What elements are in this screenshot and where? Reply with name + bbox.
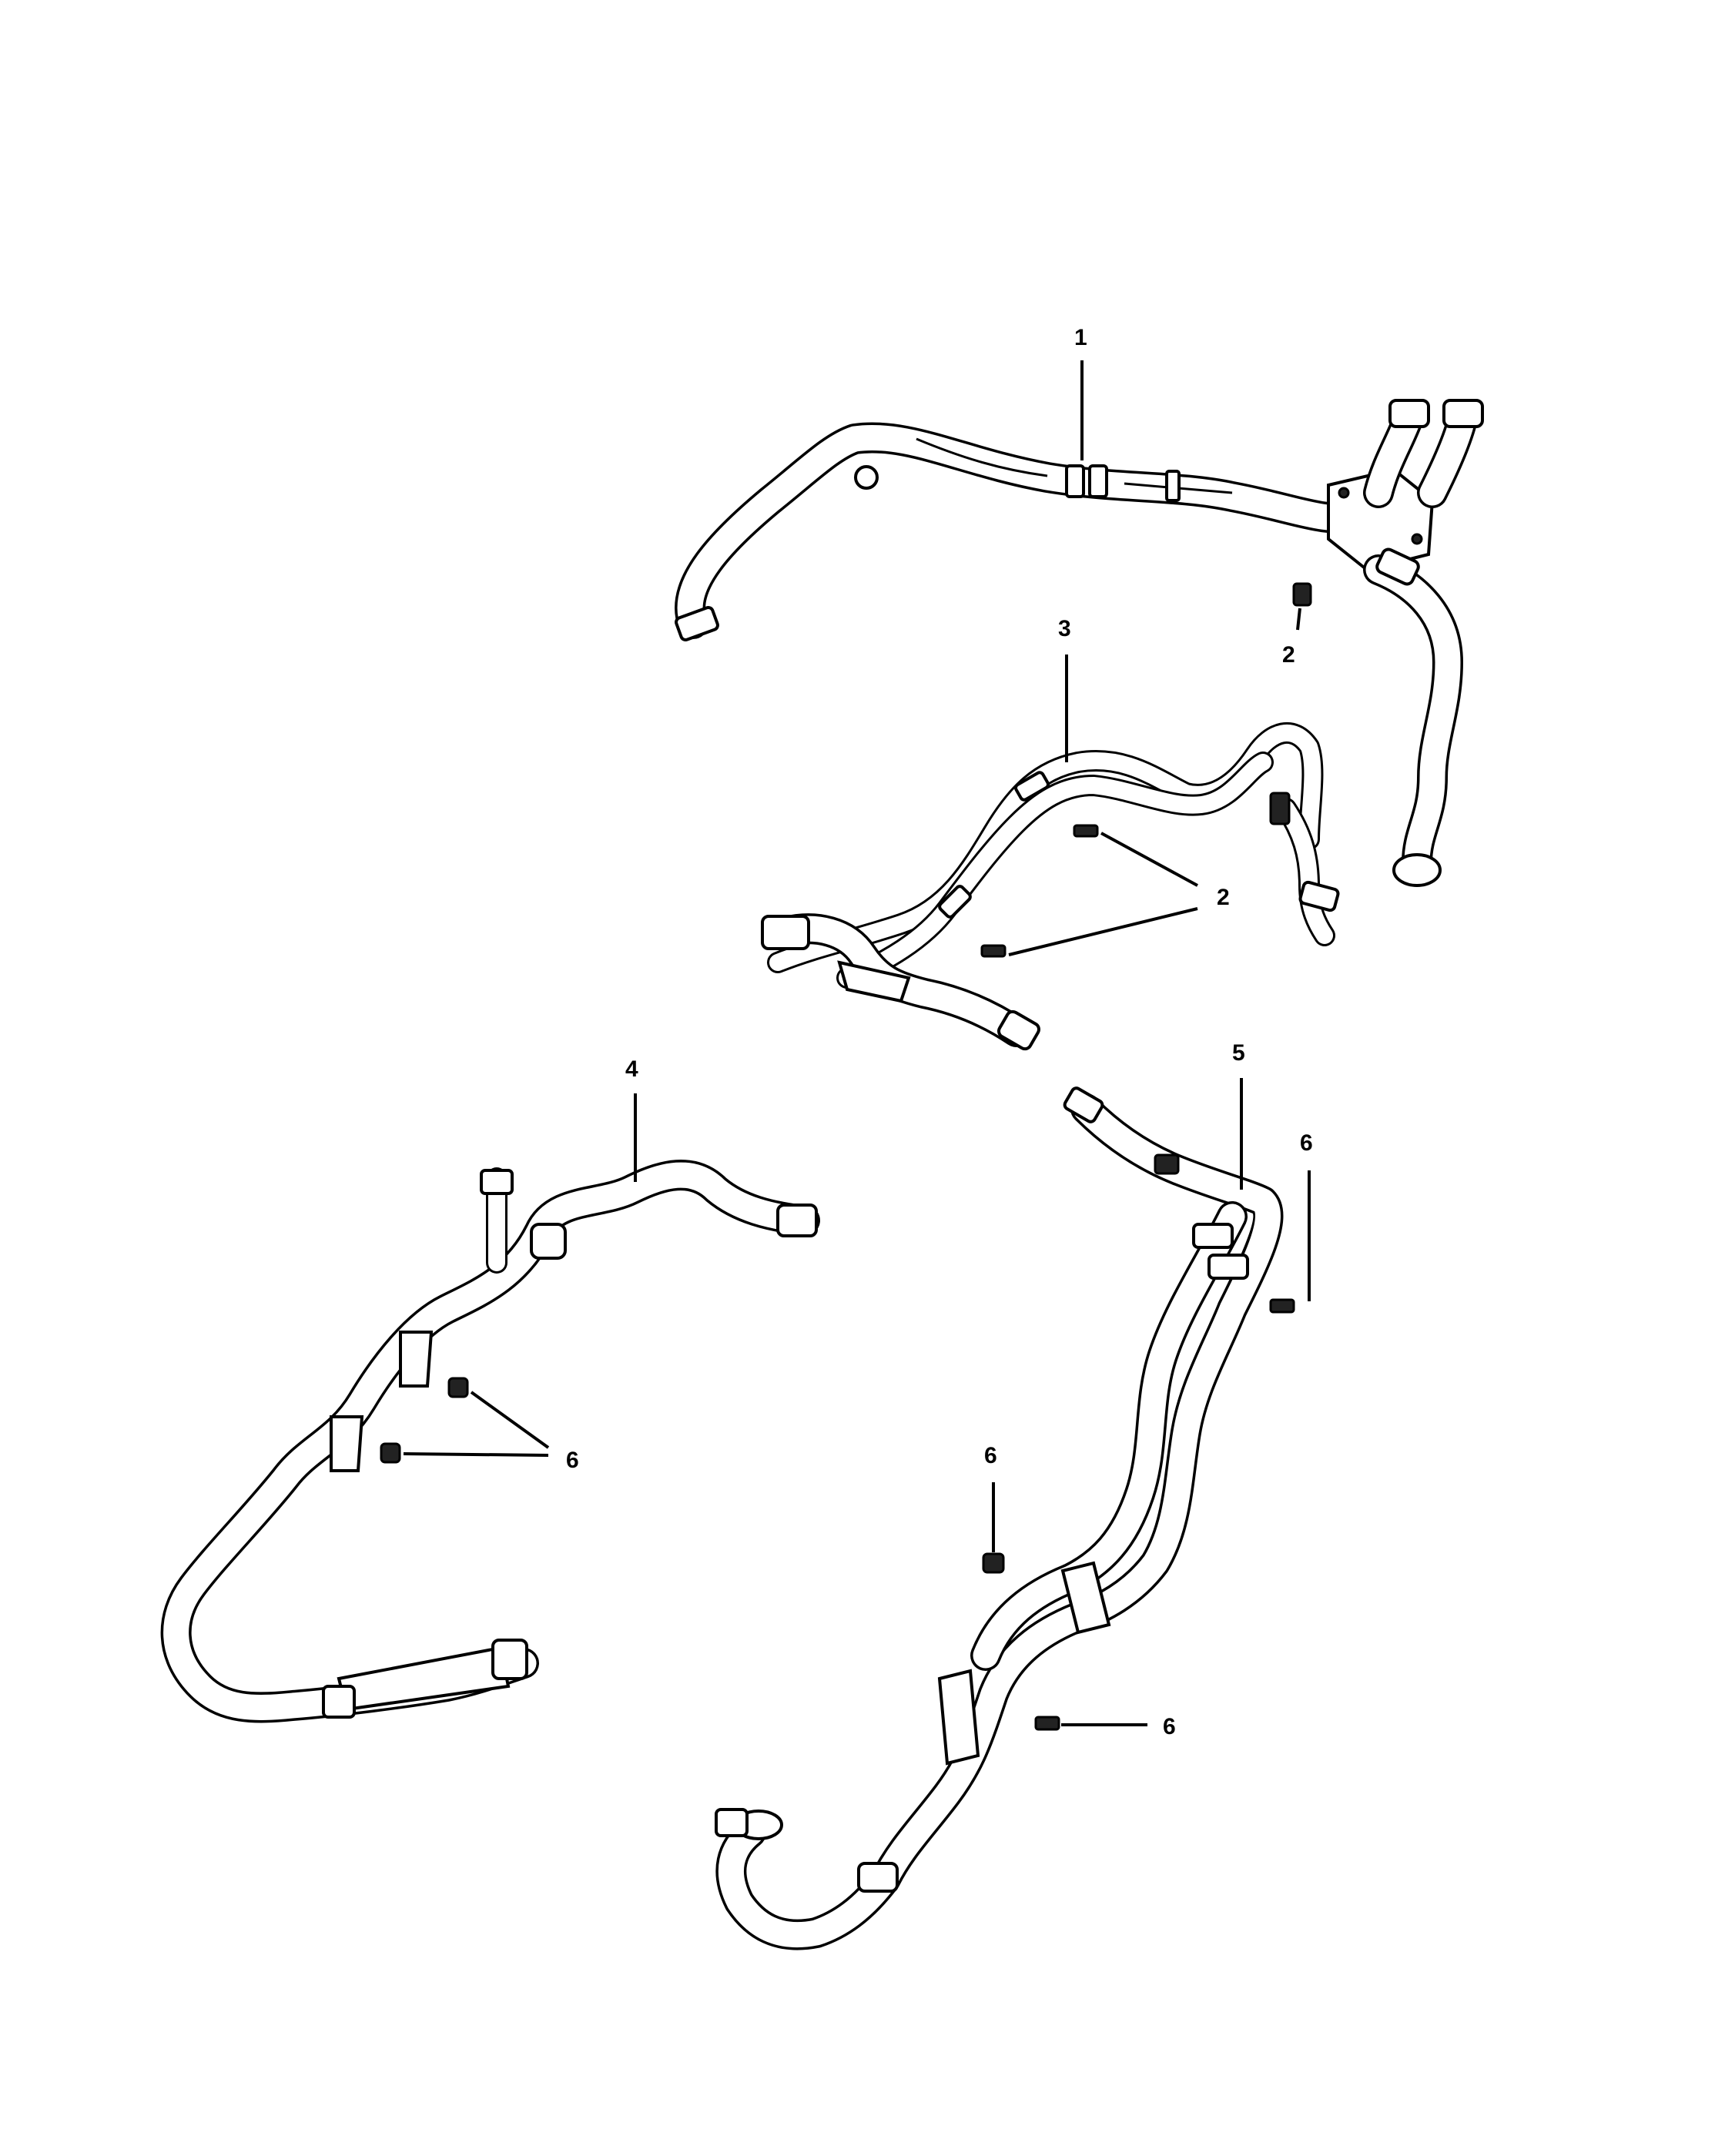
leader-2b: [1100, 832, 1198, 887]
callout-6d: 6: [1163, 1714, 1176, 1739]
hose-assembly-1: [675, 399, 1484, 887]
callout-5: 5: [1232, 1040, 1245, 1066]
leader-6b: [403, 1452, 549, 1457]
bolt-6b: [380, 1442, 401, 1464]
callout-3: 3: [1058, 616, 1071, 641]
leader-6a: [470, 1391, 550, 1449]
bolt-2a: [1292, 582, 1312, 607]
bolt-2c: [980, 944, 1007, 958]
callout-4: 4: [625, 1056, 638, 1082]
callout-2b: 2: [1217, 885, 1230, 910]
bolt-6d: [982, 1552, 1005, 1574]
callout-2a: 2: [1282, 642, 1295, 668]
leader-2a: [1296, 608, 1301, 631]
hose-assembly-5: [715, 1086, 1284, 1950]
callout-6a: 6: [566, 1448, 579, 1473]
callout-6b: 6: [1300, 1130, 1313, 1156]
bolt-6a: [447, 1377, 469, 1398]
leader-2c: [1008, 907, 1198, 956]
callout-1: 1: [1074, 325, 1087, 350]
hose-assembly-3: [761, 722, 1340, 1051]
hose-assembly-4: [160, 1160, 820, 1723]
bolt-6e: [1034, 1716, 1060, 1731]
callout-6c: 6: [984, 1443, 997, 1468]
bolt-2b: [1073, 824, 1099, 838]
bolt-6c: [1269, 1298, 1295, 1314]
